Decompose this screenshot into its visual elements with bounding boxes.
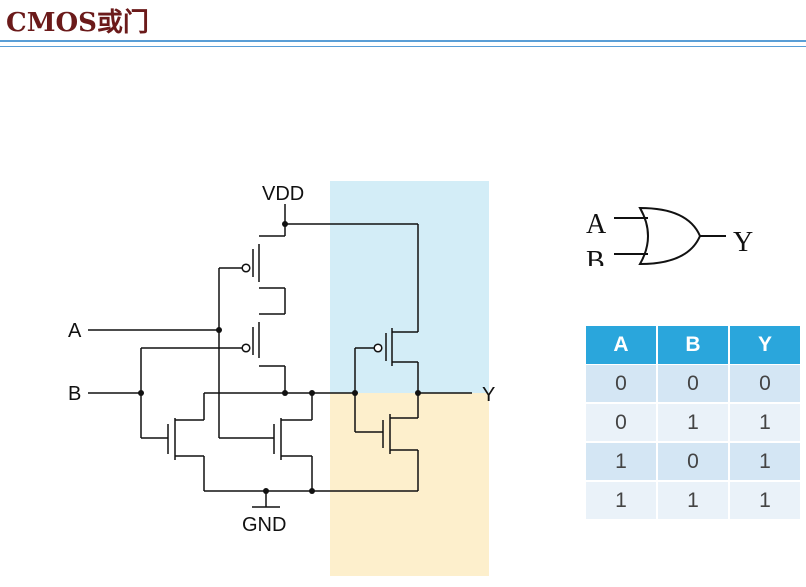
table-row: 0 1 1 [586,404,800,443]
or-gate-input-a-label: A [586,209,607,240]
pmos-b-gate-bubble [241,343,251,353]
cell-b: 0 [658,365,728,404]
vdd-label: VDD [262,183,304,205]
or-gate-icon [614,206,726,266]
cell-y: 1 [730,404,800,443]
pmos-inv-gate-bubble [373,343,383,353]
cell-y: 1 [730,443,800,482]
output-y-label: Y [482,384,495,406]
cell-a: 1 [586,482,656,521]
cell-y: 0 [730,365,800,404]
or-gate-output-label: Y [733,227,753,258]
table-row: 0 0 0 [586,365,800,404]
cell-b: 1 [658,404,728,443]
input-b-label: B [68,383,81,405]
pmos-a-gate-bubble [241,263,251,273]
page-title: CMOS或门 [6,8,149,38]
truth-table-header-row: A B Y [586,326,800,365]
truth-table: A B Y 0 0 0 0 1 1 1 0 1 1 1 1 [584,326,802,521]
circuit-wires [88,204,472,508]
table-row: 1 1 1 [586,482,800,521]
cell-y: 1 [730,482,800,521]
cell-b: 0 [658,443,728,482]
cell-a: 0 [586,365,656,404]
gnd-label: GND [242,514,286,536]
pullup-region [330,181,489,393]
table-row: 1 0 1 [586,443,800,482]
junction-dots [138,221,421,494]
input-a-label: A [68,320,82,342]
title-divider-thin [0,46,806,47]
header-y: Y [730,326,800,365]
gate-symbol-crop [580,266,620,278]
title-divider [0,40,806,42]
cell-a: 1 [586,443,656,482]
cell-a: 0 [586,404,656,443]
header-b: B [658,326,728,365]
header-a: A [586,326,656,365]
pulldown-region [330,393,489,576]
cell-b: 1 [658,482,728,521]
